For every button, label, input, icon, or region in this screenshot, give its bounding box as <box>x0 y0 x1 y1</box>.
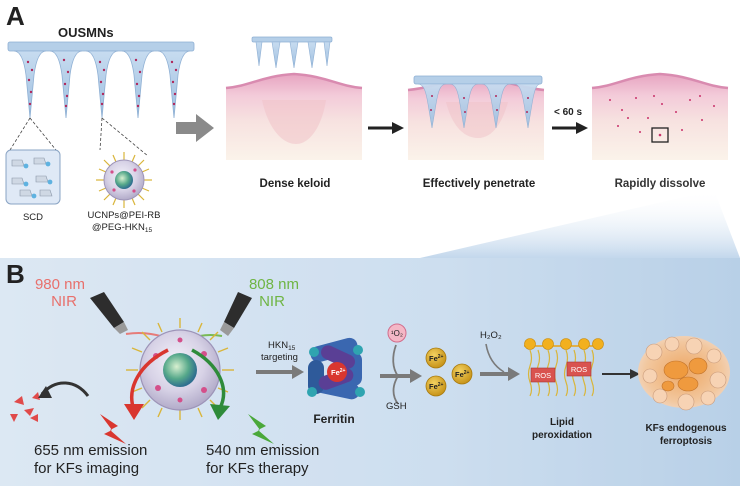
scd-illustration <box>5 149 61 205</box>
green-bolt-icon <box>248 414 274 444</box>
panel-b: B 980 nm NIR 808 nm NIR <box>0 190 740 486</box>
laser-pen-808 <box>220 292 252 336</box>
svg-text:Fe2+: Fe2+ <box>429 382 444 391</box>
arrow-540-emission <box>191 348 226 409</box>
ucnp-irradiated <box>126 318 234 420</box>
time-label: < 60 s <box>554 107 583 118</box>
ros-box-2: ROS <box>571 365 587 374</box>
emission-655-line1: 655 nm emission <box>34 442 147 459</box>
fe-ion-2: Fe2+ <box>425 375 447 397</box>
laser-pen-980 <box>90 292 128 334</box>
panel-b-background <box>0 258 740 486</box>
laser-808-label: 808 nm <box>249 276 299 293</box>
emission-540-line1: 540 nm emission <box>206 442 319 459</box>
lipid-label-line2: peroxidation <box>532 430 592 441</box>
svg-text:Fe2+: Fe2+ <box>429 354 444 363</box>
targeting-label: HKN15 <box>268 340 296 352</box>
stage-label-keloid: Dense keloid <box>260 178 331 190</box>
singlet-oxygen-label: ¹O₂ <box>391 329 403 338</box>
kf-label-line1: KFs endogenous <box>645 423 727 434</box>
fe-ion-3: Fe2+ <box>451 363 473 385</box>
zoom-lines <box>9 117 149 157</box>
ucnp-label-line2: @PEG-HKN15 <box>92 222 153 234</box>
ros-box-1: ROS <box>535 371 551 380</box>
ferritin-label: Ferritin <box>313 412 354 426</box>
emission-655-line2: for KFs imaging <box>34 460 139 477</box>
red-bolt-icon <box>100 414 126 444</box>
svg-text:Fe2+: Fe2+ <box>331 368 346 377</box>
emission-540-line2: for KFs therapy <box>206 460 309 477</box>
ucnp-nanoparticle <box>96 152 152 208</box>
microneedle-patch-small <box>251 36 333 69</box>
stage-label-penetrate: Effectively penetrate <box>423 178 536 190</box>
lipid-membrane: ROS ROS <box>524 338 604 397</box>
scd-label: SCD <box>23 212 43 223</box>
panel-b-letter: B <box>6 259 25 289</box>
lipid-label-line1: Lipid <box>550 417 574 428</box>
laser-980-label: 980 nm <box>35 276 85 293</box>
kf-label-line2: ferroptosis <box>660 436 713 447</box>
skin-dissolve <box>591 72 729 160</box>
ousmns-title: OUSMNs <box>58 25 114 40</box>
arrow-655-emission <box>130 348 169 411</box>
skin-penetrate <box>407 75 545 160</box>
svg-text:Fe2+: Fe2+ <box>455 370 470 379</box>
stage-label-dissolve: Rapidly dissolve <box>615 178 706 190</box>
fe-ion-1: Fe2+ <box>425 347 447 369</box>
ferritin-protein: Fe2+ <box>307 337 365 400</box>
red-cells-icon <box>10 392 40 422</box>
skin-keloid <box>225 72 363 160</box>
singlet-oxygen-icon <box>387 323 407 343</box>
panel-a-letter: A <box>6 1 25 31</box>
kfs-ferroptosis-cells <box>638 336 730 411</box>
gsh-label: GSH <box>386 401 407 412</box>
ucnp-label-line1: UCNPs@PEI-RB <box>88 210 161 221</box>
targeting-word: targeting <box>261 352 298 363</box>
h2o2-label: H₂O₂ <box>480 330 502 341</box>
laser-980-type: NIR <box>51 293 77 310</box>
zoom-fan <box>420 190 740 258</box>
panel-a: A OUSMNs <box>5 1 729 234</box>
zoom-box <box>651 127 669 143</box>
microneedle-patch-large <box>7 41 195 119</box>
big-process-arrow <box>176 114 214 142</box>
laser-808-type: NIR <box>259 293 285 310</box>
